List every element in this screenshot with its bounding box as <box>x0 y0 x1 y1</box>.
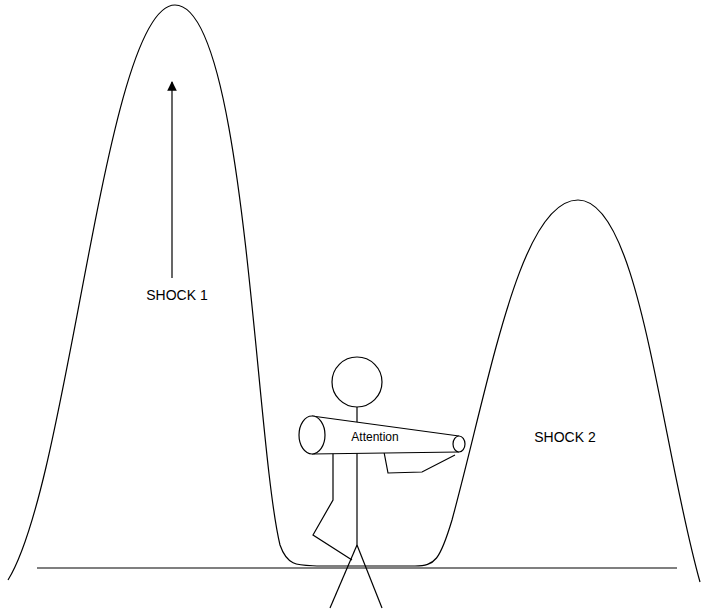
shock-arrow <box>171 82 172 278</box>
shock-label: SHOCK 2 <box>534 430 595 444</box>
attention-cylinder: Attention <box>297 413 467 457</box>
ground-line <box>37 567 677 568</box>
shock-curves <box>8 5 700 582</box>
stick-figure <box>313 357 455 608</box>
shock-label: SHOCK 1 <box>146 288 207 302</box>
node-label: Attention <box>351 431 398 443</box>
